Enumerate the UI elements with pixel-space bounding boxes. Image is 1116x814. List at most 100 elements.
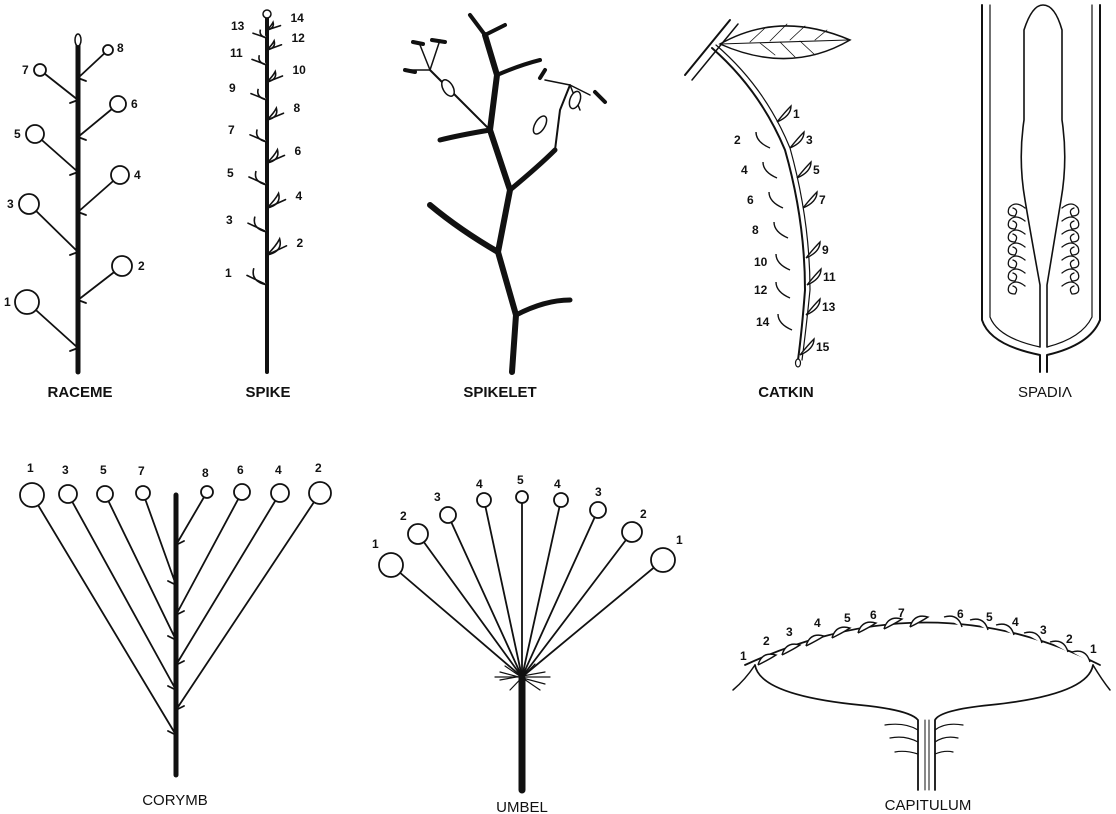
raceme-flower bbox=[15, 290, 39, 314]
catkin-title: CATKIN bbox=[758, 384, 814, 401]
umbel-pedicel bbox=[522, 510, 598, 677]
raceme-flower-number: 4 bbox=[134, 168, 141, 182]
spike-flower-number: 9 bbox=[229, 81, 236, 95]
corymb-flower bbox=[309, 482, 331, 504]
catkin-flower-number: 12 bbox=[754, 283, 768, 297]
catkin-flower-number: 3 bbox=[806, 133, 813, 147]
umbel-flower-number: 2 bbox=[400, 509, 407, 523]
catkin-flower bbox=[777, 106, 791, 122]
raceme-pedicel bbox=[40, 70, 78, 100]
corymb-flower bbox=[97, 486, 113, 502]
umbel-flower bbox=[590, 502, 606, 518]
spadix-flower-coil bbox=[1008, 256, 1025, 268]
capitulum-floret-number: 1 bbox=[740, 649, 747, 663]
catkin-flower-number: 14 bbox=[756, 315, 770, 329]
spike-flower-number: 3 bbox=[226, 213, 233, 227]
catkin-flower bbox=[778, 314, 792, 330]
corymb-flower-number: 2 bbox=[315, 461, 322, 475]
umbel-flower bbox=[379, 553, 403, 577]
spike-flower-number: 6 bbox=[295, 144, 302, 158]
spike-flower-number: 4 bbox=[296, 189, 303, 203]
corymb-flower bbox=[20, 483, 44, 507]
catkin-flower-number: 2 bbox=[734, 133, 741, 147]
catkin-flower-number: 7 bbox=[819, 193, 826, 207]
spadix-flower-coil bbox=[1062, 204, 1079, 216]
spadix-flower-coil bbox=[1062, 282, 1079, 294]
raceme-flower-number: 8 bbox=[117, 41, 124, 55]
capitulum-floret-number: 4 bbox=[1012, 615, 1019, 629]
corymb-title: CORYMB bbox=[142, 792, 208, 809]
capitulum-title: CAPITULUM bbox=[885, 797, 972, 814]
spike-flower-number: 7 bbox=[228, 123, 235, 137]
spadix-flower-coil bbox=[1008, 217, 1025, 229]
corymb-flower-number: 3 bbox=[62, 463, 69, 477]
umbel-flower-number: 2 bbox=[640, 507, 647, 521]
catkin-flower-number: 9 bbox=[822, 243, 829, 257]
spadix-flower-coil bbox=[1008, 282, 1025, 294]
umbel-flower-number: 5 bbox=[517, 473, 524, 487]
capitulum-floret bbox=[782, 644, 800, 655]
spike-diagram: 1234567891011121314 SPIKE bbox=[225, 10, 306, 401]
catkin-flower bbox=[800, 339, 814, 355]
catkin-flower-number: 4 bbox=[741, 163, 748, 177]
raceme-flower-number: 2 bbox=[138, 259, 145, 273]
raceme-flower-number: 6 bbox=[131, 97, 138, 111]
spadix-flower-coil bbox=[1008, 269, 1025, 281]
spike-flower-number: 11 bbox=[230, 46, 243, 60]
spadix-flower-coil bbox=[1008, 243, 1025, 255]
umbel-flower bbox=[516, 491, 528, 503]
catkin-flower-number: 15 bbox=[816, 340, 830, 354]
spadix-flower-coil bbox=[1008, 230, 1025, 242]
capitulum-floret bbox=[832, 627, 850, 638]
spike-flower-number: 1 bbox=[225, 266, 232, 280]
corymb-pedicel bbox=[143, 493, 176, 585]
capitulum-floret-number: 3 bbox=[1040, 623, 1047, 637]
catkin-flower-number: 6 bbox=[747, 193, 754, 207]
raceme-flower-number: 3 bbox=[7, 197, 14, 211]
catkin-flower bbox=[756, 132, 770, 148]
capitulum-floret bbox=[1072, 651, 1090, 662]
corymb-flower-number: 7 bbox=[138, 464, 145, 478]
raceme-flower bbox=[112, 256, 132, 276]
spike-flower-number: 8 bbox=[294, 101, 301, 115]
spadix-flower-coil bbox=[1062, 256, 1079, 268]
capitulum-floret-number: 4 bbox=[814, 616, 821, 630]
corymb-flower bbox=[271, 484, 289, 502]
raceme-flower-number: 7 bbox=[22, 63, 29, 77]
spike-flower-number: 10 bbox=[293, 63, 307, 77]
capitulum-floret-number: 3 bbox=[786, 625, 793, 639]
spikelet-diagram: SPIKELET bbox=[405, 15, 605, 401]
capitulum-floret-number: 5 bbox=[844, 611, 851, 625]
capitulum-floret bbox=[858, 622, 876, 633]
corymb-flower-number: 4 bbox=[275, 463, 282, 477]
capitulum-floret-number: 7 bbox=[898, 606, 905, 620]
corymb-flower bbox=[59, 485, 77, 503]
spadix-flower-coil bbox=[1062, 230, 1079, 242]
catkin-flower bbox=[803, 192, 817, 208]
capitulum-floret-number: 5 bbox=[986, 610, 993, 624]
corymb-pedicel bbox=[105, 494, 176, 640]
raceme-flower bbox=[110, 96, 126, 112]
catkin-flower-number: 8 bbox=[752, 223, 759, 237]
corymb-pedicel bbox=[176, 492, 242, 615]
corymb-flower-number: 1 bbox=[27, 461, 34, 475]
catkin-flower-number: 11 bbox=[823, 270, 836, 284]
capitulum-floret bbox=[806, 635, 824, 646]
capitulum-floret-number: 1 bbox=[1090, 642, 1097, 656]
catkin-flower bbox=[776, 282, 790, 298]
umbel-flower bbox=[651, 548, 675, 572]
spadix-flower-coil bbox=[1008, 204, 1025, 216]
capitulum-floret-number: 6 bbox=[957, 607, 964, 621]
capitulum-floret-number: 2 bbox=[763, 634, 770, 648]
umbel-flower-number: 3 bbox=[434, 490, 441, 504]
corymb-flower bbox=[234, 484, 250, 500]
capitulum-diagram: 1234567654321 CAPITULUM bbox=[733, 606, 1110, 814]
umbel-flower bbox=[408, 524, 428, 544]
catkin-flower-number: 10 bbox=[754, 255, 768, 269]
spadix-title: SPADIΛ bbox=[1018, 384, 1072, 401]
spike-title: SPIKE bbox=[245, 384, 290, 401]
catkin-flower bbox=[763, 162, 777, 178]
umbel-flower-number: 1 bbox=[372, 537, 379, 551]
